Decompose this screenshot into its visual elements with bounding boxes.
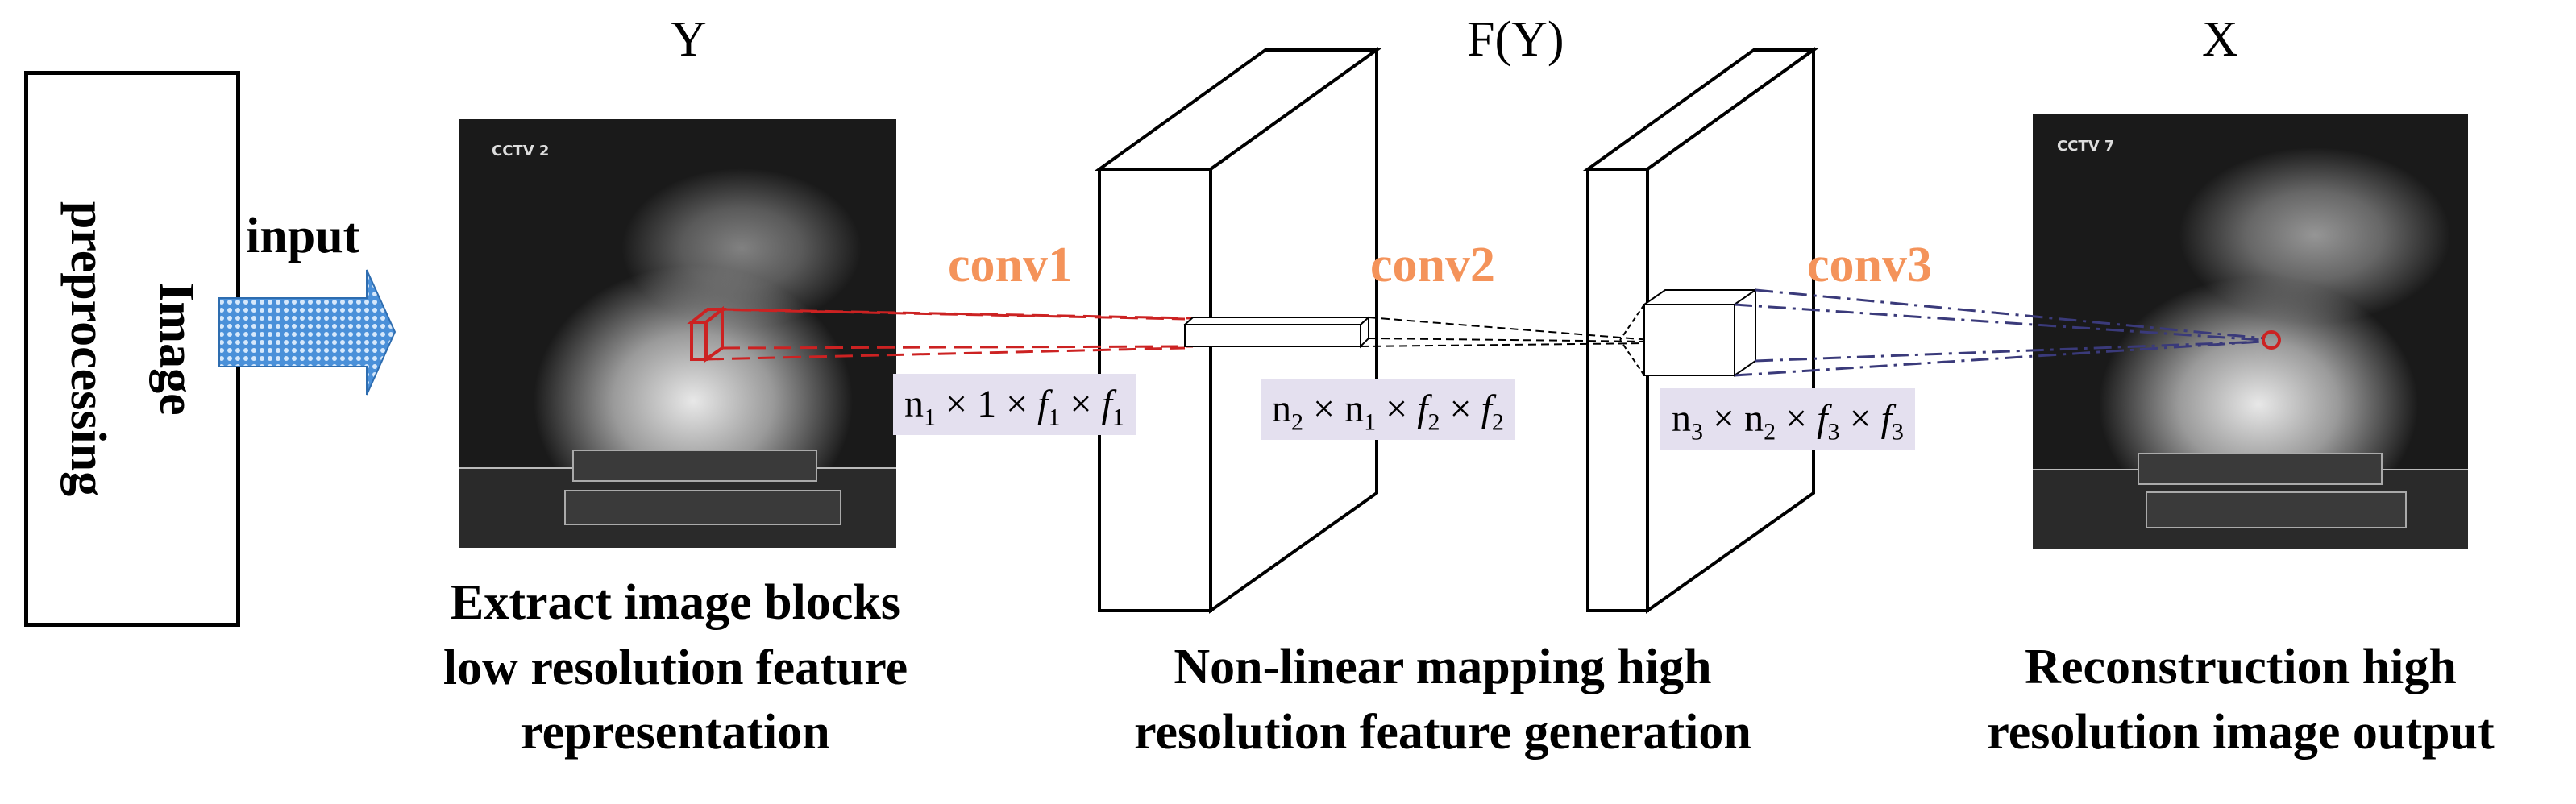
caption-reconstruction-line-1: Reconstruction high <box>2025 640 2457 694</box>
conv1-connection-lines <box>705 308 1194 361</box>
caption-nonlinear: Non-linear mapping high resolution featu… <box>1048 635 1838 765</box>
conv3-connection-lines <box>1734 288 2266 377</box>
caption-reconstruction: Reconstruction high resolution image out… <box>1918 635 2563 765</box>
caption-nonlinear-line-1: Non-linear mapping high <box>1174 640 1712 694</box>
caption-extract-line-2: low resolution feature <box>442 640 908 695</box>
conv1-feature-cuboid <box>1182 315 1371 349</box>
input-arrow <box>218 269 397 396</box>
preprocessing-box: Image preprocessing <box>24 71 240 627</box>
conv3-label: conv3 <box>1807 238 1932 292</box>
conv2-formula: n2 × n1 × f2 × f2 <box>1261 379 1515 440</box>
symbol-y: Y <box>671 12 707 67</box>
symbol-fy: F(Y) <box>1467 12 1564 67</box>
symbol-x: X <box>2202 12 2238 67</box>
input-patch-cube <box>687 305 727 363</box>
conv2-label: conv2 <box>1370 238 1495 292</box>
input-image-logo: CCTV 2 <box>492 143 550 160</box>
caption-nonlinear-line-2: resolution feature generation <box>1134 704 1751 760</box>
output-image: CCTV 7 <box>2033 114 2468 549</box>
conv1-label: conv1 <box>948 238 1073 292</box>
output-pixel-marker <box>2262 330 2281 350</box>
caption-extract: Extract image blocks low resolution feat… <box>353 570 998 765</box>
output-image-logo: CCTV 7 <box>2057 138 2115 155</box>
caption-reconstruction-line-2: resolution image output <box>1987 704 2495 760</box>
input-label: input <box>246 209 360 263</box>
caption-extract-line-3: representation <box>521 705 830 760</box>
caption-extract-line-1: Extract image blocks <box>451 575 900 630</box>
conv3-feature-cube <box>1619 288 1759 377</box>
conv1-formula: n1 × 1 × f1 × f1 <box>893 374 1136 435</box>
conv2-connection-lines <box>1360 317 1652 347</box>
conv3-formula: n3 × n2 × f3 × f3 <box>1660 388 1915 450</box>
